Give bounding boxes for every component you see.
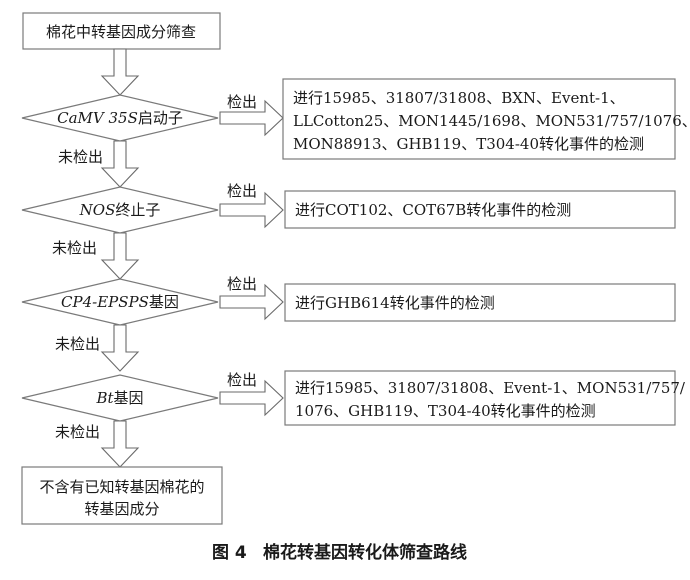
result-1-line-1: 进行15985、31807/31808、BXN、Event-1、 [293,89,625,107]
result-box-3: 进行GHB614转化事件的检测 [284,283,676,322]
result-box-4: 进行15985、31807/31808、Event-1、MON531/757/ … [284,370,686,426]
result-box-1: 进行15985、31807/31808、BXN、Event-1、 LLCotto… [282,78,690,160]
end-node-line-2: 转基因成分 [84,500,159,518]
end-node-line-1: 不含有已知转基因棉花的 [39,478,204,496]
down-arrow-2 [100,140,140,188]
not-detected-label-1: 未检出 [58,148,103,166]
not-detected-label-4: 未检出 [55,423,100,441]
figure-caption-number: 图 4 [212,543,247,563]
decision-nos: NOS终止子 [21,186,219,234]
detected-label-2: 检出 [227,182,257,200]
decision-nos-italic: NOS [79,201,116,219]
decision-camv35s-suffix: 启动子 [138,109,183,127]
right-arrow-2 [219,191,284,229]
right-arrow-4 [219,379,284,417]
decision-cp4-epsps: CP4-EPSPS基因 [21,278,219,326]
right-arrow-3 [219,283,284,321]
figure-caption-text: 棉花转基因转化体筛查路线 [263,542,467,563]
decision-bt: Bt基因 [21,374,219,422]
decision-cp4-epsps-italic: CP4-EPSPS [61,293,149,311]
svg-text:Bt基因: Bt基因 [95,389,143,407]
detected-label-3: 检出 [227,275,257,293]
end-node: 不含有已知转基因棉花的 转基因成分 [21,466,223,525]
result-2-line-1: 进行COT102、COT67B转化事件的检测 [295,201,571,219]
decision-bt-suffix: 基因 [114,389,144,407]
decision-camv35s-italic: CaMV 35S [57,109,138,127]
result-box-2: 进行COT102、COT67B转化事件的检测 [284,190,676,229]
down-arrow-1 [100,48,140,96]
down-arrow-5 [100,420,140,468]
down-arrow-4 [100,324,140,372]
start-node-label: 棉花中转基因成分筛查 [46,23,196,41]
decision-cp4-epsps-suffix: 基因 [149,293,179,311]
decision-nos-suffix: 终止子 [115,201,160,219]
svg-text:NOS终止子: NOS终止子 [79,201,161,219]
right-arrow-1 [219,99,284,137]
result-4-line-1: 进行15985、31807/31808、Event-1、MON531/757/ [295,379,686,397]
svg-text:CaMV 35S启动子: CaMV 35S启动子 [57,109,183,127]
not-detected-label-2: 未检出 [52,239,97,257]
result-4-line-2: 1076、GHB119、T304-40转化事件的检测 [295,402,596,420]
decision-camv35s: CaMV 35S启动子 [21,94,219,142]
down-arrow-3 [100,232,140,280]
svg-text:CP4-EPSPS基因: CP4-EPSPS基因 [61,293,179,311]
detected-label-4: 检出 [227,371,257,389]
result-1-line-2: LLCotton25、MON1445/1698、MON531/757/1076、 [293,112,690,130]
not-detected-label-3: 未检出 [55,335,100,353]
decision-bt-italic: Bt [95,389,114,407]
detected-label-1: 检出 [227,93,257,111]
result-1-line-3: MON88913、GHB119、T304-40转化事件的检测 [293,135,644,153]
result-3-line-1: 进行GHB614转化事件的检测 [295,294,495,312]
start-node: 棉花中转基因成分筛查 [22,12,221,50]
